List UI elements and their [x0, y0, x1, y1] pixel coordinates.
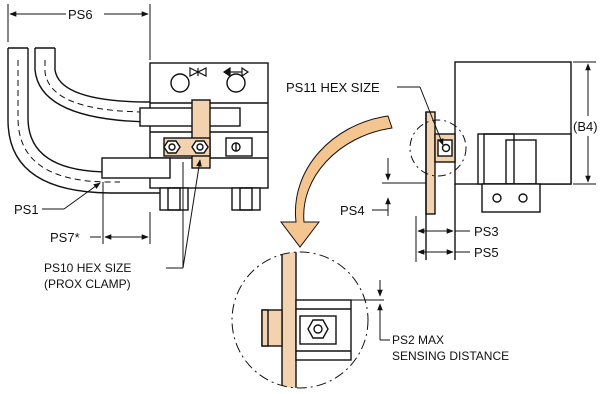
ps7-label: PS7* — [50, 230, 80, 245]
sensor-lower — [101, 157, 171, 179]
detail-circle-marker — [409, 119, 467, 177]
ps2-label-line2: SENSING DISTANCE — [392, 349, 509, 363]
detail-bracket — [281, 252, 297, 388]
left-front-view — [7, 47, 269, 211]
sensor-upper — [139, 107, 241, 127]
ps6-dimension — [7, 4, 151, 60]
ps6-label: PS6 — [68, 7, 93, 22]
ps4-dimension — [372, 158, 426, 216]
detail-callout-arrow — [279, 115, 393, 248]
cable-outer — [7, 48, 165, 194]
ps11-label: PS11 HEX SIZE — [286, 80, 380, 95]
ps7-dimension — [90, 182, 151, 244]
port-left — [170, 73, 190, 93]
hex-nut-right — [191, 140, 209, 154]
ps10-label-line2: (PROX CLAMP) — [44, 277, 131, 291]
ps1-label: PS1 — [14, 202, 39, 217]
ps10-leader — [166, 159, 202, 269]
cable-inner-inner-edge — [54, 48, 165, 103]
side-foot — [481, 183, 541, 213]
right-side-view — [425, 61, 572, 260]
foot-left — [159, 187, 189, 211]
side-bracket — [425, 111, 436, 215]
detail-hex-nut — [307, 319, 329, 339]
ps4-label: PS4 — [340, 203, 365, 218]
flow-arrow-symbol-icon — [222, 66, 250, 78]
cable-outer-inner-edge — [27, 48, 165, 173]
ps3-ps5-dimensions — [415, 216, 470, 262]
mounting-bracket — [191, 99, 211, 169]
cable-inner — [34, 48, 165, 123]
b4-label: (B4) — [573, 119, 598, 134]
detail-view — [231, 251, 369, 389]
ps2-label-line1: PS2 MAX — [392, 333, 444, 347]
ps5-label: PS5 — [474, 245, 499, 260]
foot-right — [231, 187, 261, 211]
ps11-leader — [397, 86, 444, 146]
port-right — [226, 73, 246, 93]
valve-symbol-icon — [189, 67, 207, 77]
b4-dimension — [573, 61, 596, 185]
ps3-label: PS3 — [474, 224, 499, 239]
ps10-label-line1: PS10 HEX SIZE — [44, 261, 131, 275]
ps1-leader — [42, 182, 101, 210]
hex-nut-left — [163, 140, 181, 154]
ps2-dimension — [296, 280, 390, 341]
